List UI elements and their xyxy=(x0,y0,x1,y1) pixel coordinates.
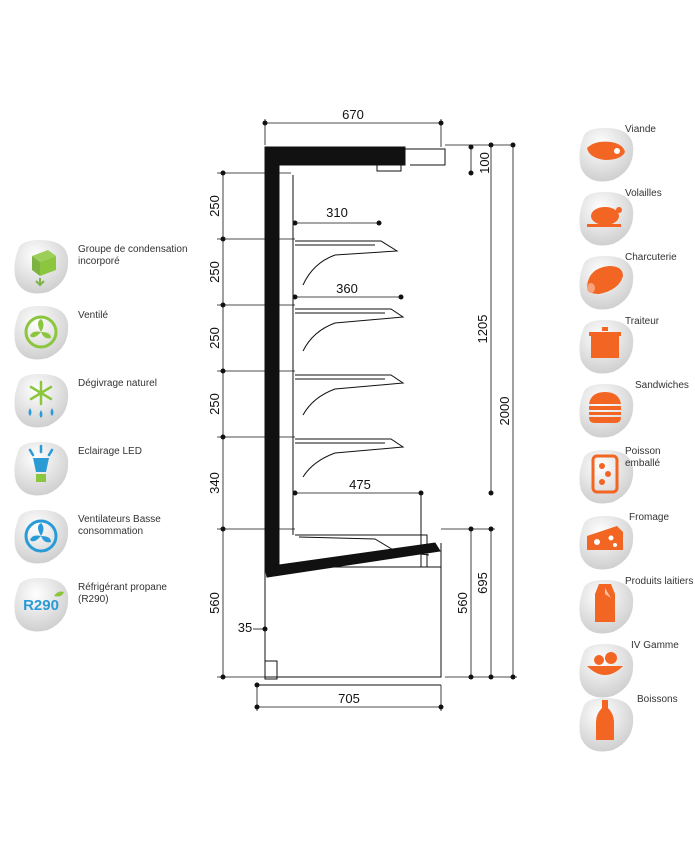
product-label: Boissons xyxy=(637,694,678,705)
dim-front-height: 695 xyxy=(475,572,490,594)
feature-condensing-unit: Groupe de condensation incorporé xyxy=(10,236,190,300)
canopy-light xyxy=(376,156,402,172)
dim-base-height-left: 560 xyxy=(207,592,222,614)
product-sandwiches: Sandwiches xyxy=(575,380,695,444)
kick-foot xyxy=(264,660,278,680)
front-glass xyxy=(420,495,442,568)
dim-shelf-spacing-4: 250 xyxy=(207,393,222,415)
dim-lower-gap: 340 xyxy=(207,472,222,494)
product-meat: Viande xyxy=(575,124,695,188)
cheese-icon xyxy=(579,516,634,570)
well-floor xyxy=(264,542,441,578)
well-tray xyxy=(298,536,430,556)
feature-ventilated: Ventilé xyxy=(10,302,190,366)
feature-label: Eclairage LED xyxy=(78,446,142,457)
feature-label: Réfrigérant propane (R290) xyxy=(78,582,167,605)
dim-shelf-depth-top: 310 xyxy=(326,205,348,220)
product-drinks: Boissons xyxy=(575,694,695,758)
shelf-1 xyxy=(295,240,399,286)
product-cheese: Fromage xyxy=(575,512,695,576)
product-label: Viande xyxy=(625,124,656,135)
condensing-unit-icon xyxy=(14,240,69,294)
product-label: Sandwiches xyxy=(635,380,689,391)
bottle-icon xyxy=(579,698,634,752)
shelf-4 xyxy=(295,438,405,478)
shelf-3 xyxy=(295,374,405,416)
sandwich-icon xyxy=(579,384,634,438)
dim-well-depth: 475 xyxy=(349,477,371,492)
dim-kick-offset: 35 xyxy=(238,620,252,635)
product-traiteur: Traiteur xyxy=(575,316,695,380)
feature-defrost: Dégivrage naturel xyxy=(10,370,190,434)
feature-label: Ventilé xyxy=(78,310,109,321)
dim-shelf-spacing-2: 250 xyxy=(207,261,222,283)
product-poultry: Volailles xyxy=(575,188,695,252)
product-charcuterie: Charcuterie xyxy=(575,252,695,316)
product-label: Charcuterie xyxy=(625,252,677,263)
poultry-icon xyxy=(579,192,634,246)
sausage-icon xyxy=(579,256,634,310)
dim-upper-height: 1205 xyxy=(475,315,490,344)
dim-total-height: 2000 xyxy=(497,397,512,426)
dairy-icon xyxy=(579,580,634,634)
product-dairy: Produits laitiers xyxy=(575,576,695,640)
dim-base-width: 705 xyxy=(338,691,360,706)
dim-top-height: 100 xyxy=(477,152,492,174)
cooking-pot-icon xyxy=(579,320,634,374)
canopy xyxy=(405,148,446,166)
dim-shelf-spacing-1: 250 xyxy=(207,195,222,217)
led-light-icon xyxy=(14,442,69,496)
feature-led: Eclairage LED xyxy=(10,438,190,502)
r290-icon: R290 xyxy=(14,578,69,632)
feature-label: Ventilateurs Basse consommation xyxy=(78,514,161,537)
feature-r290: R290 Réfrigérant propane (R290) xyxy=(10,574,190,638)
product-label: IV Gamme xyxy=(631,640,679,651)
dim-base-height-right: 560 xyxy=(455,592,470,614)
low-power-fan-icon xyxy=(14,510,69,564)
dim-shelf-spacing-3: 250 xyxy=(207,327,222,349)
meat-icon xyxy=(579,128,634,182)
product-packaged-fish: Poisson emballé xyxy=(575,446,695,510)
feature-label: Dégivrage naturel xyxy=(78,378,157,389)
product-iv-gamme: IV Gamme xyxy=(575,640,695,704)
cabinet-section-drawing: 670 100 250 250 250 250 340 560 310 360 … xyxy=(207,107,517,711)
product-label: Volailles xyxy=(625,188,662,199)
r290-badge: R290 xyxy=(23,597,59,614)
product-label: Produits laitiers xyxy=(625,576,694,587)
feature-label: Groupe de condensation incorporé xyxy=(78,244,188,267)
salad-icon xyxy=(579,644,634,698)
defrost-icon xyxy=(14,374,69,428)
packaged-fish-icon xyxy=(579,450,634,504)
product-label: Fromage xyxy=(629,512,670,523)
product-label: Traiteur xyxy=(625,316,660,327)
plinth xyxy=(264,566,442,678)
feature-low-power-fans: Ventilateurs Basse consommation xyxy=(10,506,190,570)
dim-top-width: 670 xyxy=(342,107,364,122)
well-front xyxy=(295,534,428,567)
shelf-2 xyxy=(295,308,405,352)
fan-icon xyxy=(14,306,69,360)
product-label: Poisson emballé xyxy=(625,446,661,469)
dim-shelf-depth-mid: 360 xyxy=(336,281,358,296)
